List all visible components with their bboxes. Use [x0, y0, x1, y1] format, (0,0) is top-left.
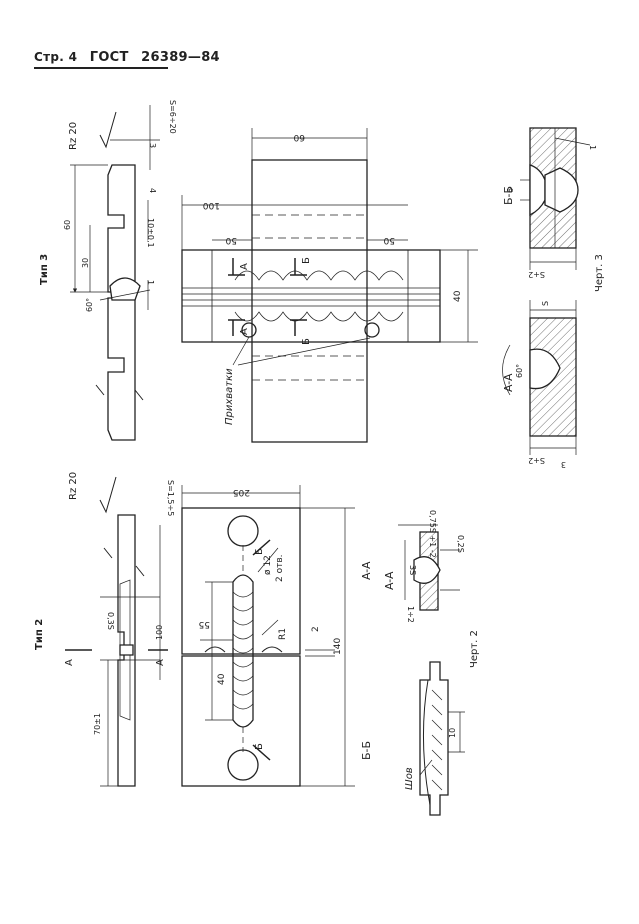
type2-dim-140: 140: [333, 638, 343, 655]
type3-section-a-top: A: [239, 263, 250, 270]
fig3-aa-dim-angle: 60°: [515, 364, 524, 378]
type3-dim-angle: 60°: [85, 298, 94, 312]
fig2-aa-dim-3s: 3S: [408, 565, 417, 575]
type2-roughness: Rz 20: [68, 472, 79, 500]
type2-plate-view: [181, 485, 355, 787]
type3-section-b-top: Б: [301, 257, 312, 264]
tack-note: Прихватки: [224, 368, 235, 425]
type2-radius: R1: [278, 628, 288, 640]
fig2-seam-dim: 10: [448, 728, 457, 738]
fig3-caption: Черт. 3: [594, 254, 605, 292]
fig2-seam-label: Шов: [404, 767, 415, 790]
type3-dim-30: 30: [81, 258, 90, 268]
type2-gap: 2: [311, 626, 321, 632]
type3-title: Тип 3: [39, 254, 50, 285]
fig3-bb-title: Б-Б: [502, 186, 515, 205]
fig2-aa-title: A-A: [383, 571, 396, 590]
header-rule: [34, 67, 168, 69]
type2-section-bb: Б-Б: [360, 741, 373, 760]
type3-roughness: Rz 20: [68, 122, 79, 150]
type3-dim-100: 100: [203, 200, 220, 210]
type2-dim-40: 40: [217, 673, 227, 685]
fig3-bb-dim-1: 1: [588, 145, 597, 150]
type2-dim-55: 55: [199, 619, 210, 629]
fig2-caption: Черт. 2: [469, 630, 480, 668]
fig3-aa-dim-s: S: [541, 301, 550, 306]
type3-dim-s: S=6÷20: [168, 100, 177, 134]
fig2-seam-view: [419, 661, 465, 816]
type2-plate-width: 205: [233, 487, 250, 497]
fig2-aa-dim-02s: 0,2S: [456, 535, 465, 553]
type3-dim-50-left: 50: [225, 235, 237, 245]
page-header: Стр. 4 ГОСТ 26389—84: [34, 50, 228, 65]
fig3-bb-dim-s2: S+2: [528, 270, 545, 279]
fig3-section-bb: [520, 127, 591, 270]
standard-label: ГОСТ: [89, 50, 129, 65]
type3-dim-3: 3: [148, 143, 157, 148]
type2-dim-100: 100: [155, 625, 164, 640]
type2-holes-count: 2 отв.: [275, 554, 285, 582]
fig2-section-aa: [398, 524, 460, 611]
type3-side-view: [70, 105, 160, 441]
type3-dim-4: 4: [148, 188, 157, 193]
page-number: Стр. 4: [34, 50, 78, 64]
type2-b-bottom: Б: [254, 743, 265, 750]
type3-dim-50-right: 50: [383, 235, 395, 245]
type3-dim-1: 1: [146, 280, 155, 285]
standard-number: 26389—84: [141, 50, 220, 65]
type3-dim-10: 10±0,1: [146, 218, 155, 248]
type3-plate-view: [181, 128, 478, 443]
fig3-section-aa: [502, 300, 577, 455]
fig3-bb-dim-6: 6: [506, 188, 515, 193]
type2-dim-03s: 0,3S: [106, 612, 115, 630]
type3-dim-60: 60: [63, 220, 72, 230]
type3-section-a-bottom: A: [239, 328, 250, 335]
type2-hole-dia: ø 12: [263, 555, 273, 575]
type2-section-aa: A-A: [360, 561, 373, 580]
type2-side-view: [65, 476, 168, 787]
type3-dim-40: 40: [453, 290, 463, 302]
type3-plate-width: 60: [293, 132, 305, 142]
fig3-aa-dim-s2: S+2: [528, 456, 545, 465]
type2-dim-70: 70±1: [93, 713, 102, 735]
fig2-aa-dim-075: 0,75S +1 -2: [428, 510, 437, 558]
fig3-aa-title: A-A: [502, 373, 515, 392]
fig3-aa-dim-3: 3: [561, 460, 566, 469]
type2-section-a-right: A: [155, 659, 166, 666]
type2-dim-s: S=1,5÷5: [166, 480, 175, 516]
type2-title: Тип 2: [34, 619, 45, 650]
type2-b-top: Б: [254, 548, 265, 555]
type3-section-b-bottom: Б: [301, 338, 312, 345]
fig2-aa-dim-12: 1÷2: [406, 606, 415, 623]
type2-section-a-left: A: [64, 659, 75, 666]
